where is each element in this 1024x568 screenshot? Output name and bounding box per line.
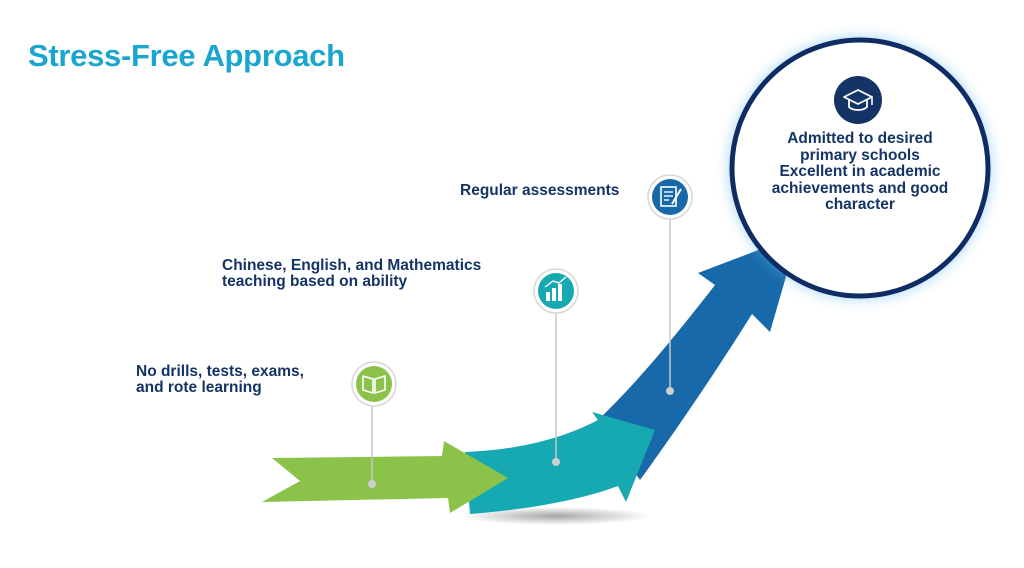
goal-circle xyxy=(728,36,992,300)
step-label-teaching: Chinese, English, and Mathematics teachi… xyxy=(222,257,482,290)
arrow-segment-green xyxy=(262,441,508,513)
connector-dot xyxy=(666,387,674,395)
arrow-shadow xyxy=(460,507,650,525)
graduation-cap-icon xyxy=(834,76,882,124)
page-title: Stress-Free Approach xyxy=(28,38,345,73)
goal-line: achievements and good xyxy=(771,179,949,197)
checklist-icon xyxy=(647,174,693,220)
connector-dot xyxy=(368,480,376,488)
step-label-assessments: Regular assessments xyxy=(460,182,620,199)
bar-chart-icon xyxy=(533,268,579,314)
goal-line: character xyxy=(825,196,895,213)
goal-line: primary schools xyxy=(800,146,920,164)
arrow-segment-teal xyxy=(465,412,655,514)
step-label-no-drills: No drills, tests, exams, and rote learni… xyxy=(136,363,304,396)
goal-line: Excellent in academic xyxy=(779,163,941,180)
goal-line: Admitted to desired xyxy=(787,130,933,147)
book-icon xyxy=(351,361,397,407)
connector-dot xyxy=(552,458,560,466)
goal-text: Admitted to desired primary schools Exce… xyxy=(740,130,980,214)
arrow-segment-blue xyxy=(598,235,798,480)
